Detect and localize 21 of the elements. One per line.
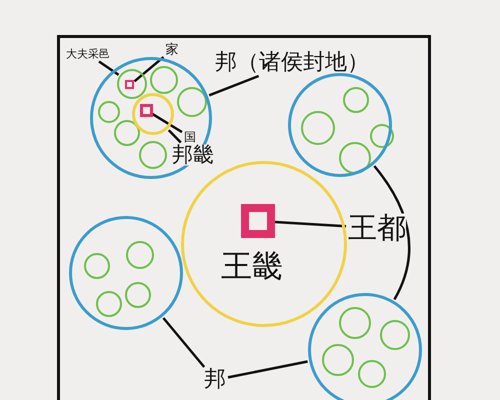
leader-line — [168, 129, 182, 144]
circle — [308, 293, 422, 400]
leader-line — [162, 317, 206, 368]
text-label: 大夫采邑 — [66, 48, 110, 60]
leader-line — [208, 74, 260, 96]
circle — [117, 69, 147, 99]
square-marker — [125, 80, 134, 89]
square-marker — [241, 204, 275, 238]
text-label: 王都 — [348, 214, 406, 242]
square-marker — [140, 104, 152, 116]
leader-line — [228, 360, 308, 379]
circle — [69, 216, 183, 330]
circle — [288, 73, 392, 177]
text-label: 国 — [184, 131, 196, 143]
leader-line — [373, 165, 410, 300]
text-label: 邦 — [204, 369, 226, 391]
leader-line — [274, 220, 346, 228]
leader-line — [98, 60, 120, 76]
text-label: 家 — [166, 44, 178, 56]
region-label: 王畿 — [221, 252, 283, 282]
circle — [132, 93, 174, 135]
